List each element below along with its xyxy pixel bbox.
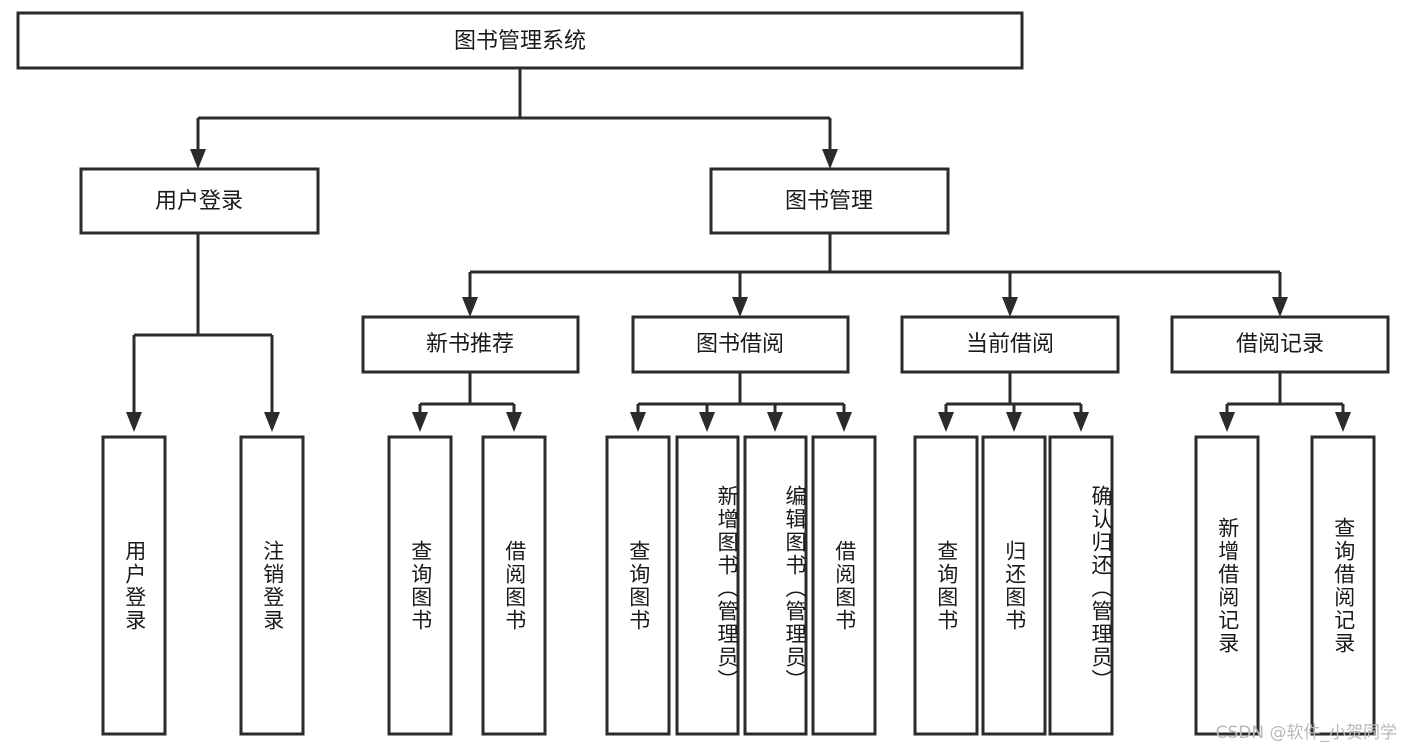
- leaf-current-return-book-box[interactable]: [981, 435, 1047, 736]
- leaf-borrow-add-book-box[interactable]: [675, 435, 740, 736]
- connector-group-book-borrow: [630, 372, 852, 432]
- leaf-user-logout-box[interactable]: [239, 435, 305, 736]
- node-user-login-box[interactable]: [79, 167, 320, 235]
- arrow-head-leaf-current-query-book: [938, 412, 954, 432]
- leaf-borrow-query-book-box[interactable]: [605, 435, 671, 736]
- arrow-head-leaf-user-login: [126, 412, 142, 432]
- arrow-head-leaf-record-query: [1335, 412, 1351, 432]
- leaf-rec-borrow-book-box[interactable]: [481, 435, 547, 736]
- node-new-book-rec[interactable]: 新书推荐: [361, 315, 580, 374]
- csdn-watermark: CSDN @软件_小贺同学: [1215, 723, 1397, 743]
- arrow-head-leaf-record-add: [1219, 412, 1235, 432]
- leaf-current-confirm-return-box[interactable]: [1048, 435, 1114, 736]
- leaf-record-query-box[interactable]: [1310, 435, 1376, 736]
- node-book-borrow-box[interactable]: [631, 315, 850, 374]
- leaf-record-add-box[interactable]: [1194, 435, 1260, 736]
- node-borrow-record-box[interactable]: [1170, 315, 1390, 374]
- arrow-head-leaf-borrow-edit-book: [767, 412, 783, 432]
- node-root-label: 图书管理系统: [454, 29, 586, 54]
- leaf-current-query-book-box[interactable]: [913, 435, 979, 736]
- arrow-head-borrow-record: [1272, 297, 1288, 317]
- node-book-borrow-label: 图书借阅: [696, 332, 784, 357]
- arrow-head-leaf-rec-query-book: [412, 412, 428, 432]
- arrow-head-book-borrow: [732, 297, 748, 317]
- node-new-book-rec-box[interactable]: [361, 315, 580, 374]
- connector-group-root: [190, 68, 838, 169]
- connector-group-current-borrow: [938, 372, 1089, 432]
- node-current-borrow[interactable]: 当前借阅: [900, 315, 1120, 374]
- arrow-head-current-borrow: [1002, 297, 1018, 317]
- arrow-head-user-login: [190, 149, 206, 169]
- leaf-borrow-borrow-book-box[interactable]: [811, 435, 877, 736]
- node-current-borrow-label: 当前借阅: [966, 332, 1054, 357]
- connector-group-book-manage: [462, 233, 1288, 317]
- arrow-head-leaf-current-confirm-return: [1073, 412, 1089, 432]
- leaf-user-login-box[interactable]: [101, 435, 167, 736]
- node-user-login[interactable]: 用户登录: [79, 167, 320, 235]
- arrow-head-leaf-borrow-add-book: [699, 412, 715, 432]
- node-borrow-record-label: 借阅记录: [1236, 332, 1324, 357]
- connector-group-new-book-rec: [412, 372, 522, 432]
- leaf-rec-query-book-box[interactable]: [387, 435, 453, 736]
- arrow-head-book-manage: [822, 149, 838, 169]
- arrow-head-leaf-borrow-borrow-book: [836, 412, 852, 432]
- node-root[interactable]: 图书管理系统: [16, 11, 1024, 70]
- connector-group-user-login: [126, 233, 280, 432]
- node-current-borrow-box[interactable]: [900, 315, 1120, 374]
- node-user-login-label: 用户登录: [155, 189, 243, 214]
- node-book-manage-box[interactable]: [709, 167, 950, 235]
- connector-group-borrow-record: [1219, 372, 1351, 432]
- node-book-manage-label: 图书管理: [785, 189, 873, 214]
- node-new-book-rec-label: 新书推荐: [426, 332, 514, 357]
- arrow-head-leaf-rec-borrow-book: [506, 412, 522, 432]
- node-borrow-record[interactable]: 借阅记录: [1170, 315, 1390, 374]
- node-root-box[interactable]: [16, 11, 1024, 70]
- arrow-head-leaf-current-return-book: [1006, 412, 1022, 432]
- arrow-head-leaf-user-logout: [264, 412, 280, 432]
- arrow-head-leaf-borrow-query-book: [630, 412, 646, 432]
- leaf-borrow-edit-book-box[interactable]: [743, 435, 808, 736]
- node-book-manage[interactable]: 图书管理: [709, 167, 950, 235]
- node-book-borrow[interactable]: 图书借阅: [631, 315, 850, 374]
- leaf-node-boxes: [101, 435, 1376, 736]
- arrow-head-new-book-rec: [462, 297, 478, 317]
